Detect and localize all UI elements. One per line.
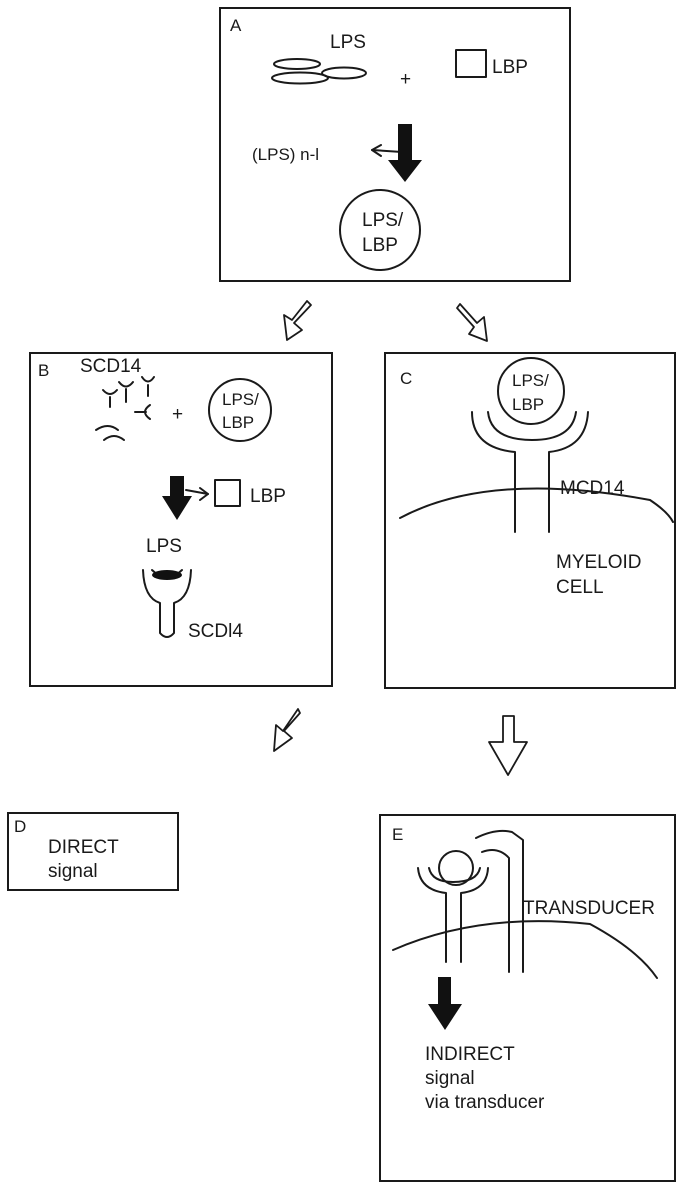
scd14-receptor-icon	[143, 570, 191, 637]
indirect-signal-label: signal	[425, 1068, 475, 1089]
plus-sign: +	[400, 69, 411, 90]
arrow-b-to-d	[274, 709, 300, 751]
via-transducer-label: via transducer	[425, 1092, 545, 1113]
transducer-label: TRANSDUCER	[523, 898, 655, 919]
panel-e-label: E	[392, 825, 403, 844]
indirect-label: INDIRECT	[425, 1044, 515, 1065]
cd14-receptor-e	[418, 868, 488, 962]
panel-c: C LPS/ LBP MCD14 MYELOID CELL	[385, 353, 675, 688]
panel-b-label: B	[38, 361, 49, 380]
direct-label: DIRECT	[48, 837, 119, 858]
lps-n1-label: (LPS) n-l	[252, 145, 319, 164]
panel-c-label: C	[400, 369, 412, 388]
release-arrow	[372, 145, 402, 156]
lps-aggregate-icon	[272, 59, 366, 84]
thick-down-arrow	[388, 124, 422, 182]
cell-membrane-e	[393, 921, 657, 978]
lps-label-b: LPS	[146, 536, 182, 557]
lbp-label-b: LBP	[250, 486, 286, 507]
lps-label: LPS	[330, 32, 366, 53]
panel-a: A LPS + LBP (LPS) n-l LPS/ LBP	[220, 8, 570, 281]
arrow-a-to-c	[457, 304, 487, 341]
panel-d-label: D	[14, 817, 26, 836]
arrow-a-to-b	[284, 301, 311, 340]
complex-label-top: LPS/	[362, 210, 404, 231]
lbp-square-icon	[456, 50, 486, 77]
plus-sign-b: +	[172, 404, 183, 425]
cell-membrane-c	[400, 488, 673, 522]
thick-down-arrow-b	[162, 476, 192, 520]
mcd14-label: MCD14	[560, 478, 625, 499]
panel-a-label: A	[230, 16, 242, 35]
lps-lbp-complex-c	[498, 358, 564, 424]
scd14-label: SCD14	[80, 356, 142, 377]
cell-label: CELL	[556, 577, 604, 598]
soluble-cd14-icon	[96, 377, 154, 440]
lbp-label: LBP	[492, 57, 528, 78]
scd14-receptor-label: SCDl4	[188, 621, 243, 642]
panel-e: E TRANSDUCER INDIRECT signal via transdu…	[380, 815, 675, 1181]
complex-label-top-b: LPS/	[222, 390, 259, 409]
panel-b: B SCD14 + LPS/ LBP LBP LPS SCDl4	[30, 353, 332, 686]
thick-down-arrow-e	[428, 977, 462, 1030]
lbp-square-icon-b	[215, 480, 240, 506]
mcd14-receptor-icon	[472, 412, 588, 532]
transducer-icon	[476, 831, 523, 972]
arrow-c-to-e	[489, 716, 527, 775]
complex-label-bottom: LBP	[362, 235, 398, 256]
panel-e-frame	[380, 815, 675, 1181]
complex-label-bottom-b: LBP	[222, 413, 254, 432]
myeloid-label: MYELOID	[556, 552, 642, 573]
panel-b-frame	[30, 353, 332, 686]
direct-signal-label: signal	[48, 861, 98, 882]
panel-d: D DIRECT signal	[8, 813, 178, 890]
complex-label-top-c: LPS/	[512, 371, 549, 390]
complex-label-bottom-c: LBP	[512, 395, 544, 414]
